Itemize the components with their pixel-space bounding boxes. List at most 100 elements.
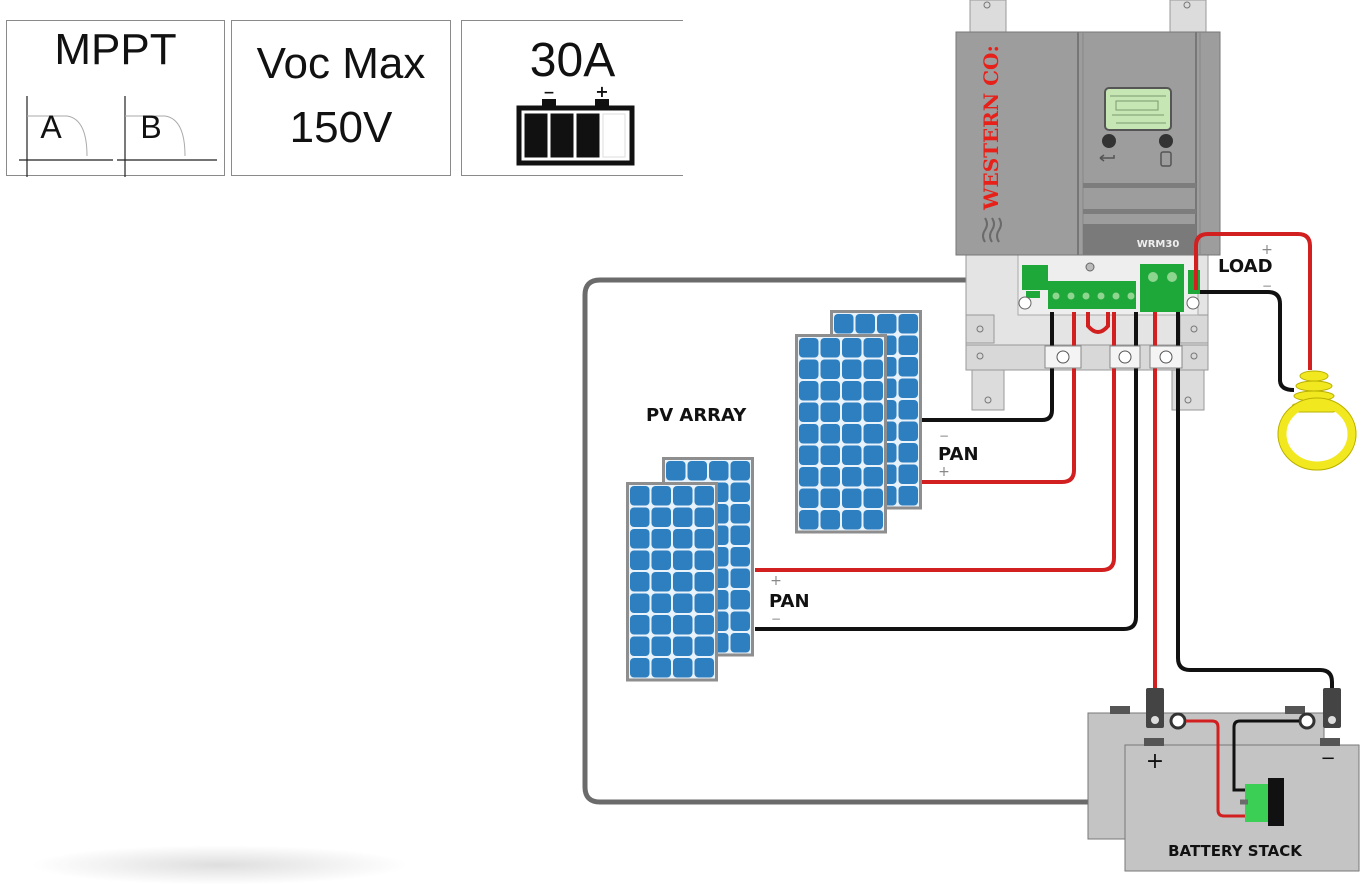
pan1-minus-label: − xyxy=(939,429,949,443)
solar-cell xyxy=(730,547,750,567)
load-bulb-icon xyxy=(1277,370,1357,471)
solar-cell xyxy=(842,488,862,508)
load-minus-label: − xyxy=(1262,279,1272,293)
solar-cell xyxy=(820,359,840,379)
solar-cell xyxy=(673,615,693,635)
solar-cell xyxy=(694,507,714,527)
mounting-bracket-top-right xyxy=(1169,0,1207,33)
pv-array-label: PV ARRAY xyxy=(646,405,747,426)
battery-sense-cable xyxy=(582,277,1240,805)
battery-minus-label: − xyxy=(543,85,555,101)
solar-cell xyxy=(694,486,714,506)
solar-cell xyxy=(799,359,819,379)
solar-cell xyxy=(863,488,883,508)
solar-cell xyxy=(730,633,750,653)
terminal-screw xyxy=(1097,292,1105,300)
solar-cell xyxy=(651,636,671,656)
solar-cell xyxy=(799,445,819,465)
solar-cell xyxy=(863,445,883,465)
terminal-screw xyxy=(1112,292,1120,300)
solar-cell xyxy=(799,381,819,401)
controller-brand: WESTERN CO: xyxy=(979,45,1003,211)
solar-cell xyxy=(820,338,840,358)
charge-controller: WRM30 WESTERN CO: xyxy=(955,31,1221,256)
solar-cell xyxy=(673,529,693,549)
solar-cell xyxy=(730,568,750,588)
solar-cell xyxy=(651,507,671,527)
solar-cell xyxy=(863,359,883,379)
solar-panel-2-front xyxy=(626,482,718,682)
mppt-spec-box: MPPT A B xyxy=(6,20,225,177)
solar-cell xyxy=(673,658,693,678)
solar-cell xyxy=(730,461,750,481)
solar-cell xyxy=(630,615,650,635)
solar-cell xyxy=(630,593,650,613)
solar-cell xyxy=(820,467,840,487)
battery-negative-wire xyxy=(1176,312,1334,688)
terminal-screw xyxy=(1067,292,1075,300)
solar-cell xyxy=(820,445,840,465)
current-value: 30A xyxy=(529,34,616,87)
solar-cell xyxy=(730,504,750,524)
solar-cell xyxy=(820,402,840,422)
solar-cell xyxy=(877,314,897,334)
solar-cell xyxy=(799,424,819,444)
solar-cell xyxy=(820,381,840,401)
menu-button[interactable] xyxy=(1102,134,1116,148)
solar-cell xyxy=(863,338,883,358)
heat-waves-icon xyxy=(982,217,1002,243)
solar-cell xyxy=(730,590,750,610)
enter-button[interactable] xyxy=(1159,134,1173,148)
solar-cell xyxy=(694,572,714,592)
solar-panel-1-front xyxy=(795,334,887,534)
solar-cell xyxy=(842,424,862,444)
solar-cell xyxy=(630,550,650,570)
battery-plus-label: + xyxy=(595,82,608,101)
cable-clamps xyxy=(1044,345,1183,369)
solar-cell xyxy=(820,488,840,508)
pv-terminal-block[interactable] xyxy=(1048,281,1136,309)
solar-cell xyxy=(898,400,918,420)
pv2-negative-wire xyxy=(755,312,1138,631)
pan2-minus-label: − xyxy=(771,612,781,626)
solar-cell xyxy=(651,593,671,613)
voc-spec-box: Voc Max 150V xyxy=(231,20,451,176)
battery-stack-label: BATTERY STACK xyxy=(1168,842,1303,860)
solar-cell xyxy=(863,402,883,422)
solar-cell xyxy=(842,402,862,422)
solar-cell xyxy=(863,424,883,444)
pv1-positive-wire xyxy=(922,312,1076,484)
pan2-plus-label: + xyxy=(770,573,782,589)
solar-cell xyxy=(673,486,693,506)
solar-cell xyxy=(651,550,671,570)
solar-cell xyxy=(673,593,693,613)
terminal-screw xyxy=(1052,292,1060,300)
solar-cell xyxy=(898,421,918,441)
battery-terminal-block[interactable] xyxy=(1140,264,1184,312)
solar-cell xyxy=(651,658,671,678)
solar-cell xyxy=(630,529,650,549)
controller-model: WRM30 xyxy=(1137,239,1180,250)
solar-cell xyxy=(898,378,918,398)
battery-minus-terminal-label: − xyxy=(1320,748,1335,769)
solar-cell xyxy=(673,507,693,527)
solar-cell xyxy=(687,461,707,481)
solar-cell xyxy=(898,443,918,463)
solar-cell xyxy=(863,467,883,487)
sense-connector[interactable] xyxy=(1022,265,1048,290)
current-spec-box: 30A − + xyxy=(461,20,683,176)
solar-cell xyxy=(730,525,750,545)
battery-plus-terminal-label: + xyxy=(1146,749,1164,774)
solar-cell xyxy=(630,486,650,506)
return-icon xyxy=(1099,154,1115,162)
solar-cell xyxy=(799,402,819,422)
voc-label: Voc Max xyxy=(256,39,426,88)
solar-cell xyxy=(694,550,714,570)
solar-cell xyxy=(842,381,862,401)
sense-plug[interactable] xyxy=(1245,784,1269,822)
solar-cell xyxy=(673,550,693,570)
load-plus-label: + xyxy=(1261,242,1273,258)
solar-cell xyxy=(898,486,918,506)
solar-cell xyxy=(898,357,918,377)
